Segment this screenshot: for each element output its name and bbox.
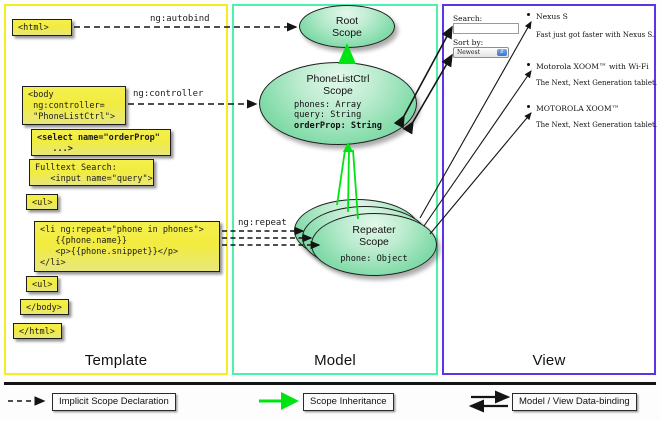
scope-repeater-title-line2: Scope	[359, 236, 389, 248]
scope-root-title-line2: Scope	[332, 27, 362, 39]
code-box-ul-close: <ul>	[26, 276, 58, 292]
bullet-icon	[527, 105, 530, 108]
view-sort-label: Sort by:	[453, 38, 484, 47]
code-box-li-repeat: <li ng:repeat="phone in phones"> {{phone…	[34, 221, 220, 272]
column-view: View	[442, 4, 656, 375]
scope-phonelistctrl-title-line1: PhoneListCtrl	[306, 73, 370, 85]
connector-label-repeat: ng:repeat	[238, 218, 287, 228]
view-phone-name-1: Motorola XOOM™ with Wi-Fi	[527, 62, 649, 71]
legend: Implicit Scope Declaration Scope Inherit…	[0, 382, 660, 421]
legend-label-databinding: Model / View Data-binding	[512, 393, 637, 411]
scope-prop-phones: phones: Array	[294, 100, 362, 110]
legend-divider	[4, 382, 656, 385]
view-phone-snippet-1: The Next, Next Generation tablet.	[536, 79, 658, 87]
connector-label-autobind: ng:autobind	[150, 14, 210, 24]
view-sort-select[interactable]: Newest ⇵	[453, 47, 509, 58]
view-phone-name-0: Nexus S	[527, 12, 568, 21]
column-label-view: View	[532, 352, 566, 369]
scope-root: Root Scope	[299, 5, 395, 48]
phone-name-text: MOTOROLA XOOM™	[536, 104, 620, 113]
column-label-model: Model	[314, 352, 356, 369]
column-template: Template	[4, 4, 228, 375]
code-box-html-close: </html>	[13, 323, 62, 339]
column-model: Model	[232, 4, 438, 375]
bullet-icon	[527, 13, 530, 16]
column-label-template: Template	[84, 352, 148, 369]
code-box-fulltext-search: Fulltext Search: <input name="query">	[29, 159, 154, 186]
view-search-label: Search:	[453, 14, 483, 23]
bullet-icon	[527, 63, 530, 66]
scope-prop-phone: phone: Object	[340, 254, 408, 264]
scope-root-title-line1: Root	[335, 15, 359, 27]
code-box-select: <select name="orderProp" ...>	[31, 129, 171, 156]
chevron-updown-icon: ⇵	[497, 49, 507, 56]
legend-label-implicit: Implicit Scope Declaration	[52, 393, 176, 411]
view-phone-snippet-0: Fast just got faster with Nexus S.	[536, 31, 655, 39]
view-sort-value: Newest	[457, 49, 480, 56]
scope-repeater-title-line1: Repeater	[352, 224, 396, 236]
view-phone-snippet-2: The Next, Next Generation tablet.	[536, 121, 658, 129]
scope-repeater: Repeater Scope phone: Object	[311, 213, 437, 276]
code-box-html-open: <html>	[12, 19, 72, 36]
view-search-input[interactable]	[453, 23, 519, 34]
scope-prop-query: query: String	[294, 110, 362, 121]
view-phone-name-2: MOTOROLA XOOM™	[527, 104, 620, 113]
scope-phonelistctrl: PhoneListCtrl Scope phones: Array query:…	[259, 62, 417, 145]
phone-name-text: Nexus S	[536, 12, 568, 21]
legend-label-inheritance: Scope Inheritance	[303, 393, 394, 411]
code-box-body-open: <body ng:controller= "PhoneListCtrl">	[22, 86, 126, 125]
scope-phonelistctrl-title-line2: Scope	[323, 85, 353, 97]
connector-label-controller: ng:controller	[133, 89, 204, 99]
phone-name-text: Motorola XOOM™ with Wi-Fi	[536, 62, 649, 71]
code-box-ul-open: <ul>	[26, 194, 58, 210]
code-box-body-close: </body>	[20, 299, 69, 315]
scope-prop-orderprop: orderProp: String	[294, 120, 382, 131]
